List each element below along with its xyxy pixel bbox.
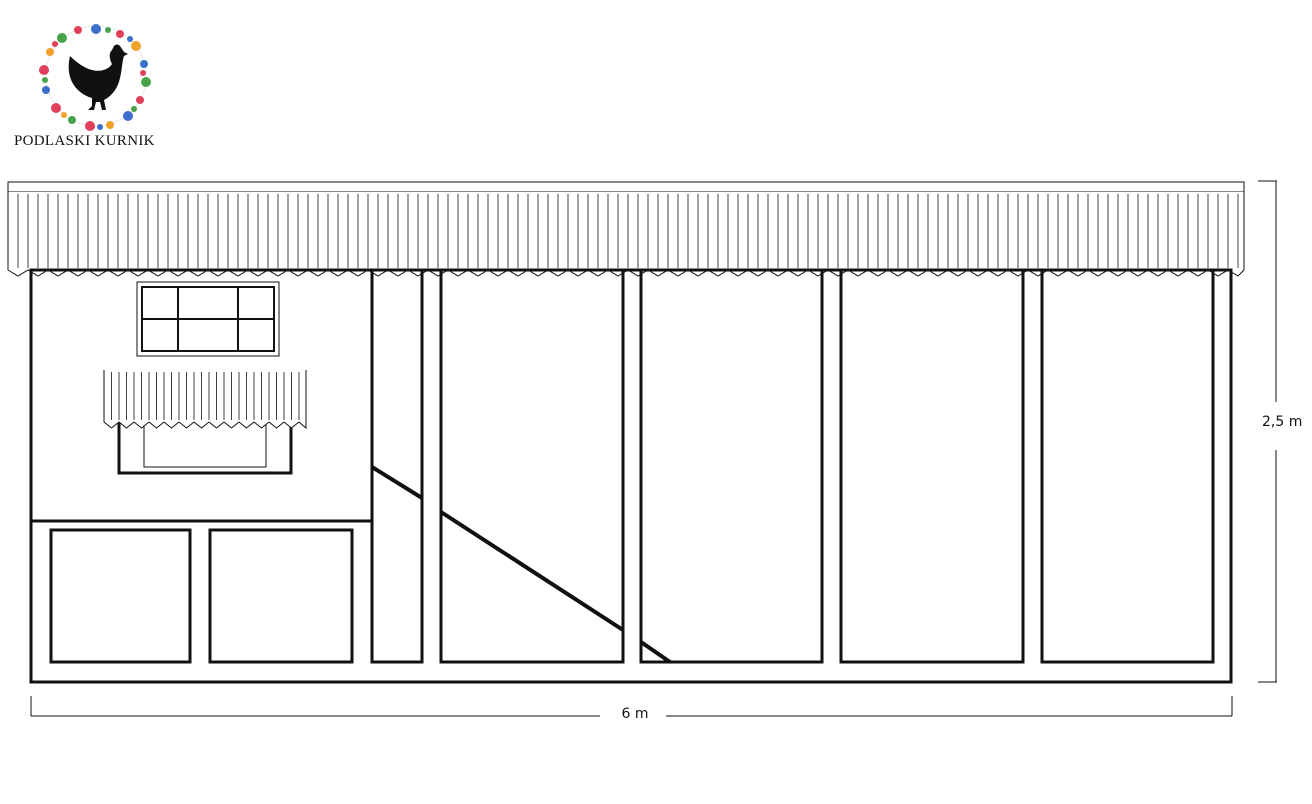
window-awning: [103, 370, 307, 430]
brand-name: PODLASKI KURNIK: [14, 133, 155, 149]
nest-box-right: [208, 528, 354, 664]
floral-wreath: [39, 24, 151, 131]
corrugated-roof: [7, 192, 1245, 277]
hen-logo-icon: [34, 24, 160, 132]
run-panel-narrow: [370, 268, 424, 664]
run-panel-2: [639, 268, 824, 664]
roof-eave: [7, 181, 1245, 193]
width-dimension: [30, 696, 1233, 717]
roof-outline: [103, 370, 307, 430]
run-panel-1: [439, 268, 625, 664]
run-panel-4: [1040, 268, 1215, 664]
height-dimension: [1258, 180, 1277, 683]
ramp: [370, 465, 672, 664]
height-label: 2,5 m: [1262, 414, 1303, 430]
width-label: 6 m: [621, 706, 649, 722]
window-box: [117, 416, 293, 475]
roof-outline: [7, 192, 1245, 277]
hen-silhouette: [68, 44, 128, 110]
window: [136, 281, 280, 357]
run-panel-3: [839, 268, 1025, 664]
coop-frame: [29, 268, 1233, 684]
nest-box-left: [49, 528, 192, 664]
